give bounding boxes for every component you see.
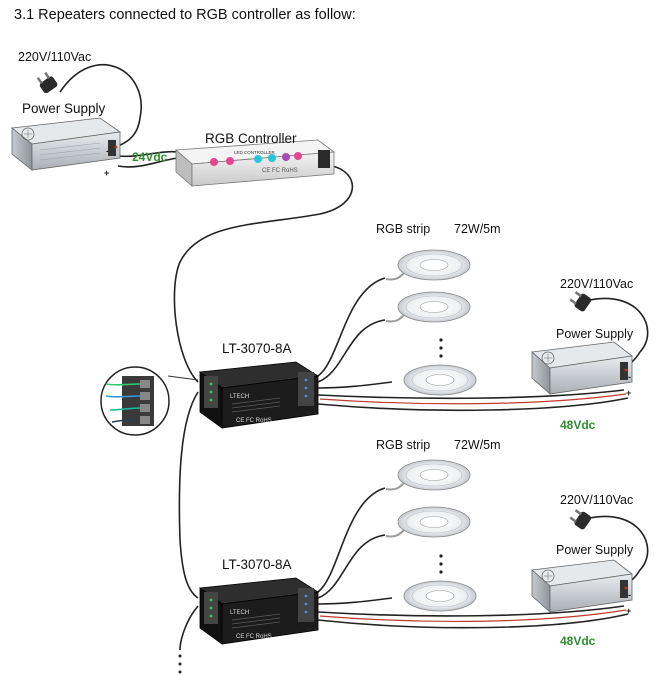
wire-controller-out	[173, 165, 354, 383]
wire-mains-top	[59, 63, 142, 147]
repeater-voltage: 48Vdc	[560, 418, 596, 432]
repeater-cert: CE FC RoHS	[236, 418, 272, 424]
led-reel	[403, 364, 477, 396]
svg-text:+: +	[626, 388, 631, 398]
svg-text:-: -	[628, 590, 631, 600]
wire-r2-strip-1	[317, 487, 386, 593]
repeater-2: LTECH CE FC RoHS	[198, 577, 320, 645]
polarity-marks: - + - + - +	[104, 146, 631, 616]
wire-r2-ps3-a	[317, 605, 625, 617]
svg-text:-: -	[106, 146, 109, 156]
repeater-1: LTECH CE FC RoHS	[198, 361, 320, 429]
mains-label: 220V/110Vac	[560, 493, 634, 507]
repeater-brand: LTECH	[230, 610, 249, 616]
reel-ellipsis	[439, 338, 443, 574]
wire-r1-strip-2	[317, 319, 386, 383]
repeater-voltage: 48Vdc	[560, 634, 596, 648]
repeater-brand: LTECH	[230, 394, 249, 400]
power-supply-1	[10, 117, 122, 171]
wire-r1-strip-3	[317, 381, 393, 389]
power-supply-label: Power Supply	[556, 327, 634, 341]
section-title: 3.1 Repeaters connected to RGB controlle…	[14, 7, 356, 23]
svg-text:+: +	[104, 168, 109, 178]
continuation-dots	[178, 654, 182, 674]
led-reel	[385, 459, 471, 491]
strip-label: RGB strip	[376, 222, 431, 236]
strip-power: 72W/5m	[454, 438, 501, 452]
terminal-zoom-callout	[100, 366, 170, 436]
power-supply-3	[531, 559, 633, 613]
power-supply-label: Power Supply	[556, 543, 634, 557]
controller-text: LED CONTROLLER	[234, 150, 276, 155]
power-supply-2	[531, 341, 633, 395]
plug-icon	[569, 291, 592, 312]
wire-chain-1-2	[178, 391, 199, 599]
plug-icon	[36, 71, 58, 94]
controller-label: RGB Controller	[205, 131, 297, 146]
zoom-connector	[167, 375, 199, 381]
strip-label: RGB strip	[376, 438, 431, 452]
led-reel	[385, 506, 471, 538]
mains-label: 220V/110Vac	[18, 50, 92, 64]
wire-r2-strip-2	[317, 534, 386, 599]
strip-power: 72W/5m	[454, 222, 501, 236]
wire-ps-to-controller-b	[117, 157, 179, 168]
mains-label: 220V/110Vac	[560, 277, 634, 291]
power-supply-label: Power Supply	[22, 101, 106, 116]
wire-r2-ps3-b	[317, 613, 629, 629]
repeater-label: LT-3070-8A	[222, 557, 292, 572]
repeater-label: LT-3070-8A	[222, 341, 292, 356]
wire-chain-2-out	[179, 605, 199, 651]
wire-r1-strip-1	[317, 277, 386, 377]
plug-icon	[569, 509, 592, 530]
led-reel	[385, 249, 471, 281]
wire-r2-strip-3	[317, 597, 393, 605]
svg-text:-: -	[628, 372, 631, 382]
svg-text:+: +	[626, 606, 631, 616]
red-wires	[319, 393, 627, 622]
controller-cert: CE FC RoHS	[262, 168, 298, 174]
wire-ps-to-controller-a	[117, 150, 179, 158]
repeater-cert: CE FC RoHS	[236, 634, 272, 640]
wire-r1-ps2-b	[317, 397, 629, 412]
led-strip-reels	[385, 249, 477, 612]
wire-r1-ps2-a	[317, 389, 625, 400]
controller-voltage: 24Vdc	[132, 150, 168, 164]
led-reel	[385, 291, 471, 323]
rgb-controller: LED CONTROLLER CE FC RoHS	[175, 139, 336, 187]
led-reel	[403, 580, 477, 612]
controller-buttons	[210, 152, 302, 166]
